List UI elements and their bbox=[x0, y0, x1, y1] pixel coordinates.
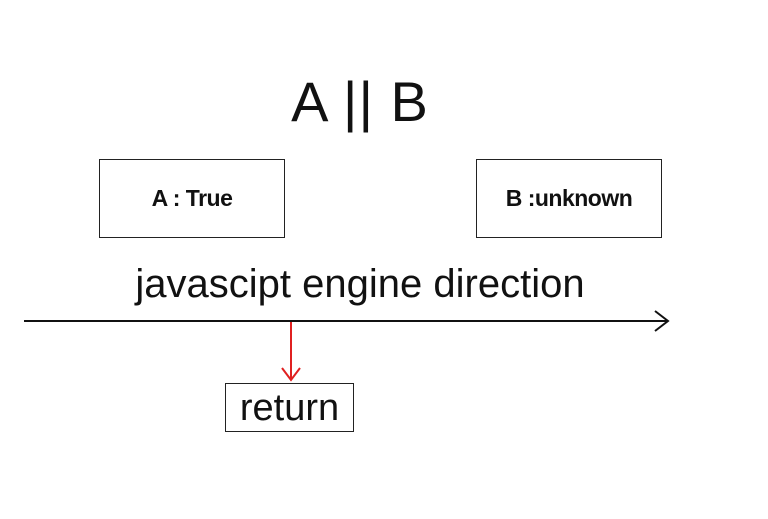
return-arrowhead bbox=[281, 367, 301, 382]
operand-b-box: B :unknown bbox=[476, 159, 662, 238]
return-label: return bbox=[239, 386, 340, 429]
operand-b-label: B :unknown bbox=[505, 185, 633, 211]
expression-title: A || B bbox=[291, 70, 429, 133]
engine-direction-label: javascipt engine direction bbox=[135, 262, 585, 306]
engine-direction-arrowhead bbox=[654, 310, 670, 332]
return-box: return bbox=[225, 383, 354, 432]
operand-a-label: A : True bbox=[151, 185, 233, 211]
operand-a-box: A : True bbox=[99, 159, 285, 238]
